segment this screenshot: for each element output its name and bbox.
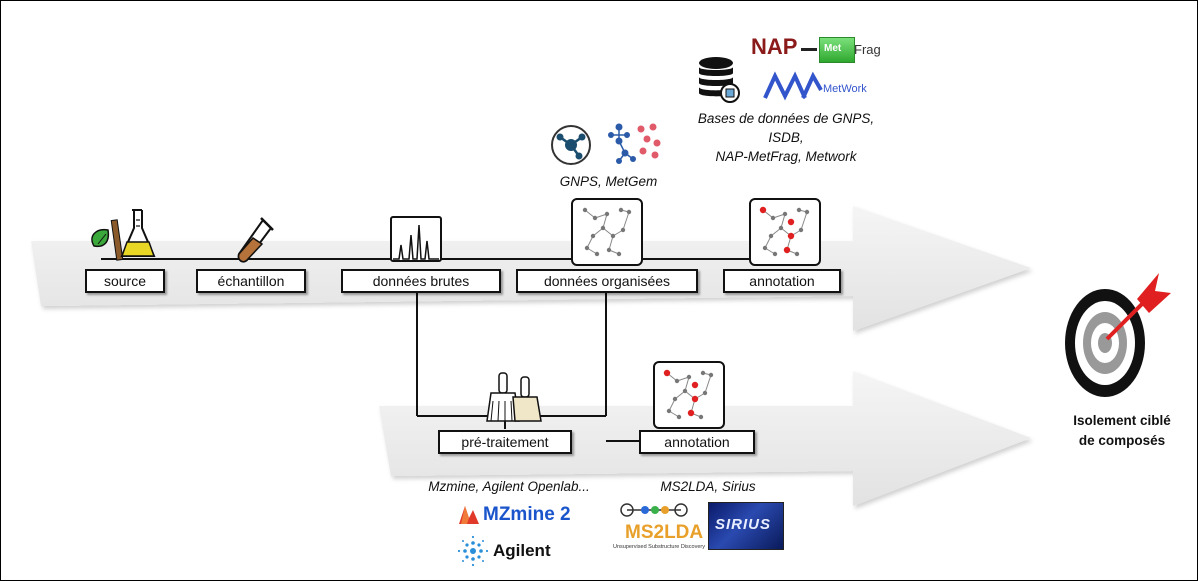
annotated-network-icon-2 — [653, 361, 725, 429]
ms2lda-tagline: Unsupervised Substructure Discovery — [613, 544, 706, 550]
stage-annotation-2: annotation — [639, 430, 755, 454]
nap-logo: NAP — [751, 34, 798, 59]
stage-annotation: annotation — [723, 269, 841, 293]
plant-flask-icon — [91, 209, 156, 261]
sirius-logo: SIRIUS — [708, 502, 784, 550]
test-tube-icon — [237, 217, 274, 263]
stage-source: source — [85, 269, 165, 293]
annotated-network-icon — [749, 198, 821, 266]
stage-donnees-organisees: données organisées — [516, 269, 698, 293]
goal-label: Isolement ciblé de composés — [1073, 413, 1171, 448]
stage-echantillon: échantillon — [196, 269, 306, 293]
preprocessing-tools-caption: Mzmine, Agilent Openlab... — [428, 479, 590, 494]
stage-pretraitement: pré-traitement — [438, 430, 572, 454]
stage-donnees-brutes: données brutes — [341, 269, 501, 293]
spectrum-icon — [390, 216, 442, 262]
database-icon — [699, 57, 740, 103]
ms2lda-logo: MS2LDA — [625, 522, 704, 543]
agilent-logo-icon — [457, 535, 489, 567]
network-icon — [571, 198, 643, 266]
databases-caption: Bases de données de GNPS, ISDB, NAP-MetF… — [697, 111, 875, 164]
nap-dash — [801, 48, 817, 51]
metgem-logo-icon — [608, 123, 661, 164]
metfrag-cube: Met — [819, 37, 855, 63]
target-icon — [1065, 273, 1171, 397]
cleaning-brush-icon — [486, 372, 542, 422]
annotation-tools-caption: MS2LDA, Sirius — [660, 479, 756, 494]
agilent-logo: Agilent — [493, 541, 551, 560]
metwork-logo: MetWork — [823, 83, 867, 95]
main-flow-arrow — [31, 206, 1031, 331]
mzmine-logo-icon — [459, 506, 479, 524]
ms2lda-molecule-icon — [620, 503, 688, 517]
gnps-logo-icon — [551, 125, 591, 165]
mzmine-logo: MZmine 2 — [483, 504, 571, 525]
metwork-logo-icon — [763, 71, 823, 101]
metfrag-logo: Frag — [854, 42, 881, 57]
network-tools-caption: GNPS, MetGem — [559, 174, 658, 189]
